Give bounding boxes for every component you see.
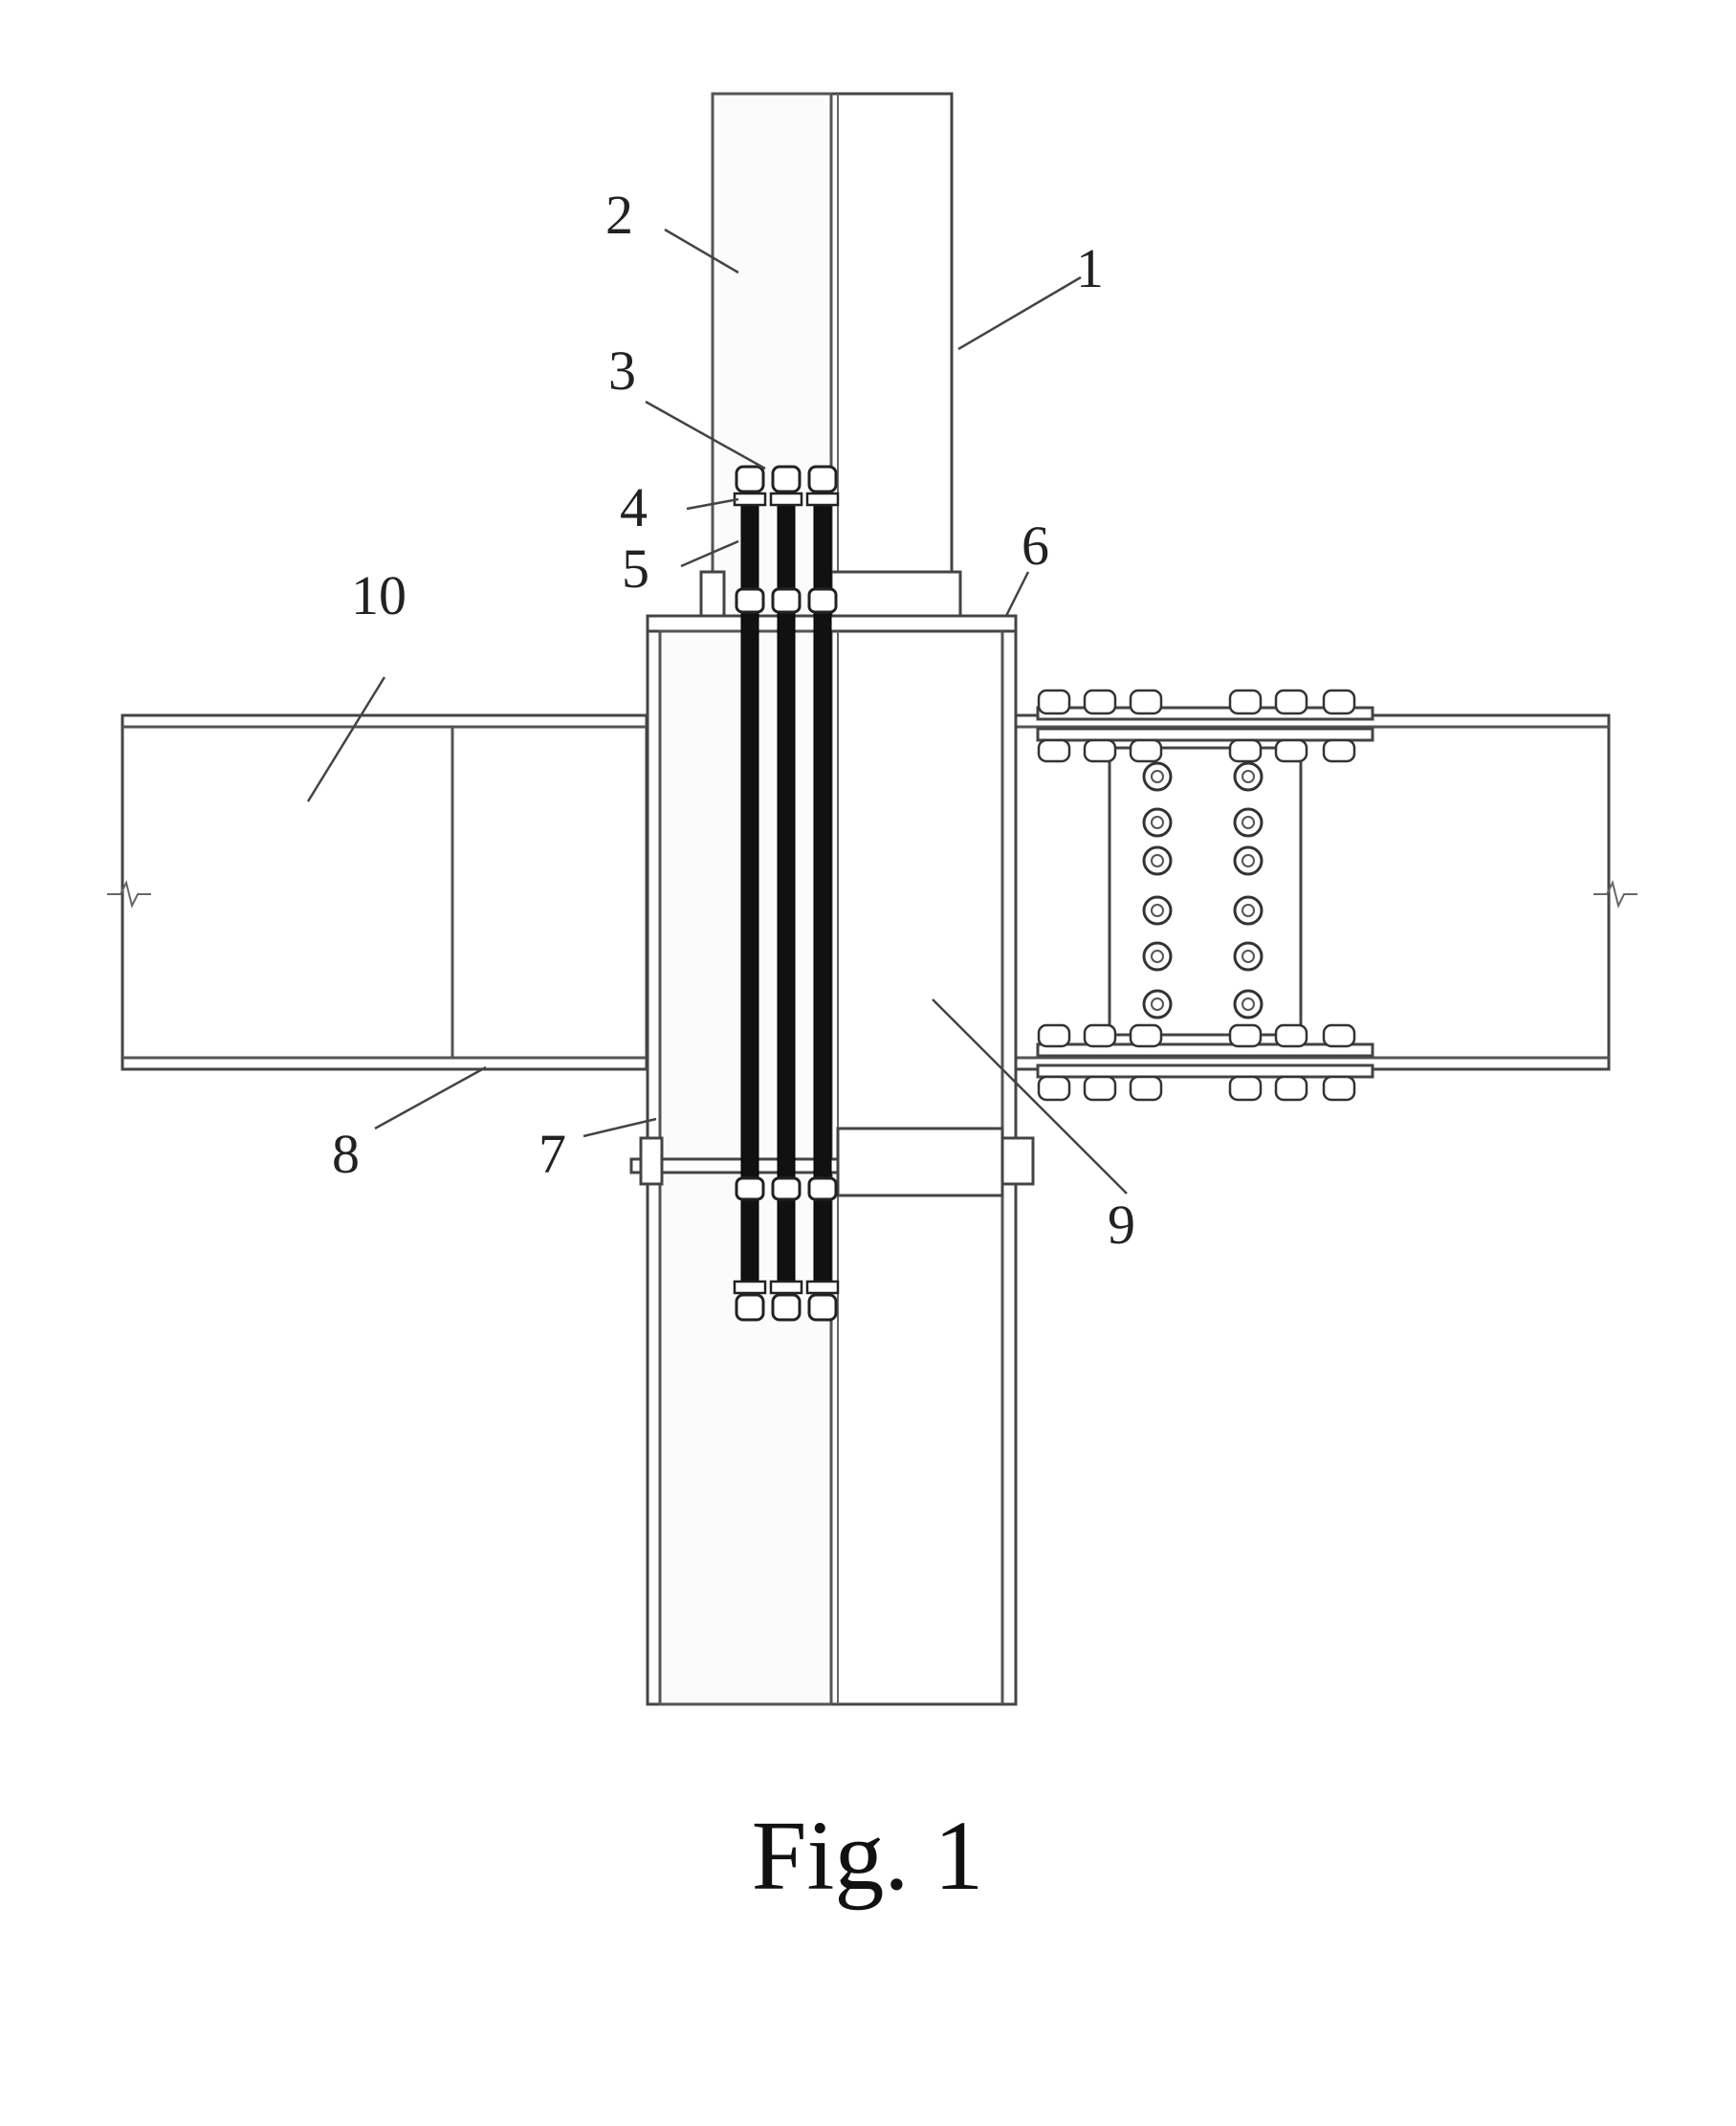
web-bolt (1235, 809, 1262, 836)
flange-bolt-nut (1276, 1077, 1307, 1100)
flange-bolt-head (1324, 690, 1354, 713)
plate-nut (809, 589, 836, 612)
flange-bolt-head (1039, 690, 1069, 713)
flange-bolt-nut (1230, 1077, 1261, 1100)
flange-bolt-head (1039, 1025, 1069, 1046)
flange-bolt-nut (1039, 740, 1069, 761)
lower-plate-nut (809, 1178, 836, 1199)
flange-bolt-nut (1085, 1077, 1115, 1100)
flange-bolt-head (1131, 690, 1161, 713)
label-8: 8 (332, 1123, 360, 1185)
bottom-washer (735, 1282, 765, 1293)
upper-column-base-stiffener-left (701, 572, 724, 620)
lower-plate-stiffener-left (641, 1138, 662, 1184)
flange-bolt-nut (1131, 1077, 1161, 1100)
web-bolt (1235, 943, 1262, 970)
label-5: 5 (622, 537, 649, 600)
label-1: 1 (1076, 237, 1104, 299)
web-bolt (1235, 763, 1262, 790)
figure-caption: Fig. 1 (752, 1801, 984, 1911)
bottom-nut (736, 1295, 763, 1320)
flange-bolt-nut (1085, 740, 1115, 761)
label-4: 4 (620, 476, 648, 538)
ring-diaphragm (838, 1129, 1002, 1195)
bottom-nut (773, 1295, 800, 1320)
flange-bolt-head (1324, 1025, 1354, 1046)
leader-8 (375, 1067, 486, 1129)
label-2: 2 (605, 184, 633, 246)
flange-bolt-head (1230, 1025, 1261, 1046)
leader-7 (583, 1119, 656, 1136)
flange-bolt-head (1085, 1025, 1115, 1046)
flange-bolt-nut (1324, 740, 1354, 761)
web-bolt (1235, 847, 1262, 874)
top-washer (735, 493, 765, 505)
web-bolt (1144, 763, 1171, 790)
left-beam (107, 715, 647, 1069)
flange-bolt-head (1085, 690, 1115, 713)
bottom-washer (807, 1282, 838, 1293)
flange-bolt-nut (1276, 740, 1307, 761)
top-nut (773, 467, 800, 492)
leader-6 (1006, 572, 1028, 616)
web-bolt (1144, 897, 1171, 924)
bottom-washer (771, 1282, 802, 1293)
lower-plate-nut (736, 1178, 763, 1199)
leader-1 (958, 277, 1081, 349)
top-washer (807, 493, 838, 505)
flange-bolt-nut (1230, 740, 1261, 761)
lower-plate-nut (773, 1178, 800, 1199)
flange-bolt-head (1276, 690, 1307, 713)
web-bolt (1144, 991, 1171, 1018)
web-bolt (1144, 943, 1171, 970)
top-nut (736, 467, 763, 492)
lower-plate-stiffener-right (1002, 1138, 1033, 1184)
label-10: 10 (351, 564, 407, 626)
flange-bolt-head (1230, 690, 1261, 713)
through-bolt-group (735, 467, 838, 1320)
web-bolt (1144, 847, 1171, 874)
top-nut (809, 467, 836, 492)
flange-bolt-nut (1131, 740, 1161, 761)
label-6: 6 (1022, 515, 1049, 577)
web-bolt (1235, 991, 1262, 1018)
label-3: 3 (608, 340, 636, 402)
flange-bolt-nut (1039, 1077, 1069, 1100)
label-7: 7 (538, 1123, 566, 1185)
bottom-nut (809, 1295, 836, 1320)
plate-nut (773, 589, 800, 612)
web-bolt (1235, 897, 1262, 924)
upper-column-base-stiffener-right (831, 572, 960, 620)
upper-concrete-fill (713, 94, 831, 616)
flange-bolt-nut (1324, 1077, 1354, 1100)
plate-nut (736, 589, 763, 612)
label-9: 9 (1108, 1194, 1135, 1256)
web-bolt (1144, 809, 1171, 836)
flange-bolt-head (1131, 1025, 1161, 1046)
top-washer (771, 493, 802, 505)
flange-bolt-head (1276, 1025, 1307, 1046)
web-splice-plate (1110, 748, 1301, 1035)
bottom-flange-splice-plate (1038, 1065, 1373, 1077)
